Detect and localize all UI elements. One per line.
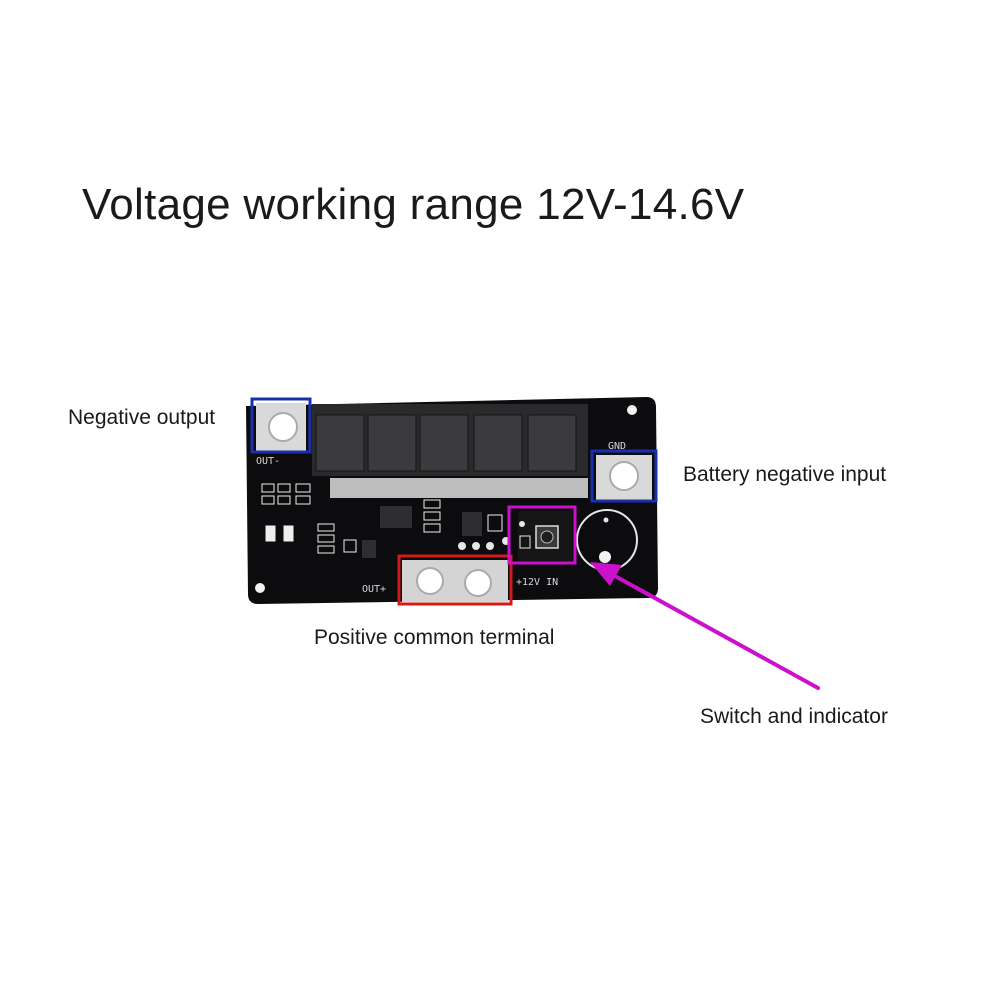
battery-negative-terminal xyxy=(590,449,658,503)
silk-out-plus: OUT+ xyxy=(362,584,386,595)
negative-output-terminal xyxy=(250,397,312,454)
solder-strip xyxy=(330,478,588,498)
page-title: Voltage working range 12V-14.6V xyxy=(82,180,745,229)
callout-positive-common-terminal: Positive common terminal xyxy=(314,626,555,649)
silk-out-minus: OUT- xyxy=(256,456,280,467)
smd-components xyxy=(261,483,441,554)
silk-gnd: GND xyxy=(608,441,626,452)
positive-common-terminal xyxy=(397,554,513,606)
callout-battery-negative-input: Battery negative input xyxy=(683,463,887,486)
switch-pointer-arrow xyxy=(590,562,820,690)
callout-negative-output: Negative output xyxy=(68,406,216,429)
callout-switch-and-indicator: Switch and indicator xyxy=(700,705,888,728)
ic-chips xyxy=(362,506,503,558)
switch-indicator xyxy=(507,505,577,565)
mosfet-row xyxy=(312,404,588,476)
silk-12v-in: +12V IN xyxy=(516,577,558,588)
